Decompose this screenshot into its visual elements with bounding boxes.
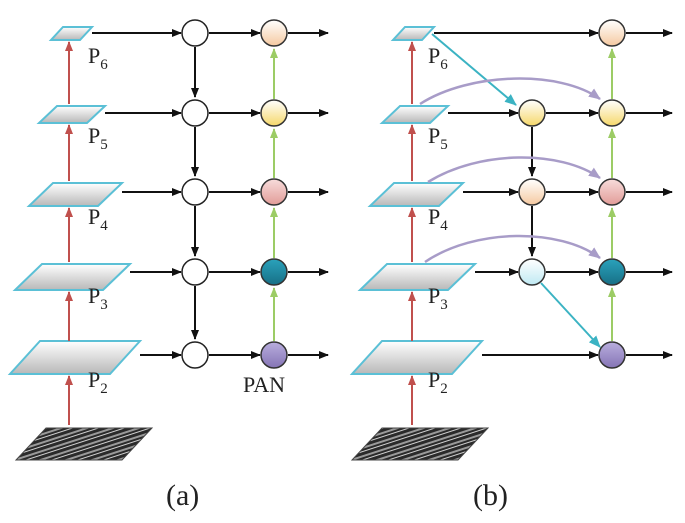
- caption-b: (b): [473, 479, 508, 512]
- pan-nodes-a: [260, 19, 288, 369]
- plane-p3-a: [12, 263, 133, 291]
- level-label-a-p5: P5: [88, 123, 108, 153]
- level-label-a-p6: P6: [88, 43, 108, 73]
- panel-b: P6 P5 P4 P3 P2 (b): [349, 19, 673, 512]
- out-nodes-b: [598, 19, 626, 369]
- panel-a: P6 P5 P4 P3 P2 PAN (a): [7, 19, 329, 512]
- mid-nodes-b: [518, 99, 546, 286]
- plane-p6-a: [48, 26, 95, 41]
- plane-p5-a: [36, 105, 108, 124]
- plane-p4-a: [26, 182, 125, 207]
- plane-p6-b: [390, 26, 437, 41]
- level-label-b-p2: P2: [428, 367, 448, 397]
- rows-b: [434, 29, 673, 359]
- cyan-diagonal-top: [431, 33, 517, 106]
- caption-a: (a): [166, 479, 199, 512]
- rows-a: [92, 29, 329, 359]
- level-label-b-p6: P6: [428, 43, 448, 73]
- cyan-diagonal-bottom: [540, 282, 601, 348]
- plane-p3-b: [357, 263, 478, 291]
- fpn-nodes-a: [181, 19, 209, 369]
- input-image-a: [14, 427, 154, 461]
- skip-curves-b: [419, 77, 601, 264]
- plane-p2-b: [349, 340, 485, 375]
- level-label-a-p2: P2: [88, 367, 108, 397]
- level-label-b-p3: P3: [428, 283, 448, 313]
- level-label-a-p4: P4: [88, 204, 108, 234]
- plane-p4-b: [367, 182, 466, 207]
- level-label-a-p3: P3: [88, 283, 108, 313]
- pan-label: PAN: [243, 372, 285, 397]
- level-label-b-p5: P5: [428, 123, 448, 153]
- plane-p5-b: [379, 105, 451, 124]
- level-label-b-p4: P4: [428, 204, 448, 234]
- plane-p2-a: [7, 340, 143, 375]
- input-image-b: [350, 427, 490, 461]
